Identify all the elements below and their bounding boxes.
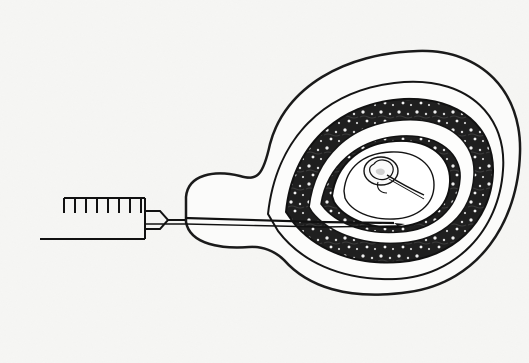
medical-illustration bbox=[0, 0, 529, 363]
illustration-canvas bbox=[0, 0, 529, 363]
